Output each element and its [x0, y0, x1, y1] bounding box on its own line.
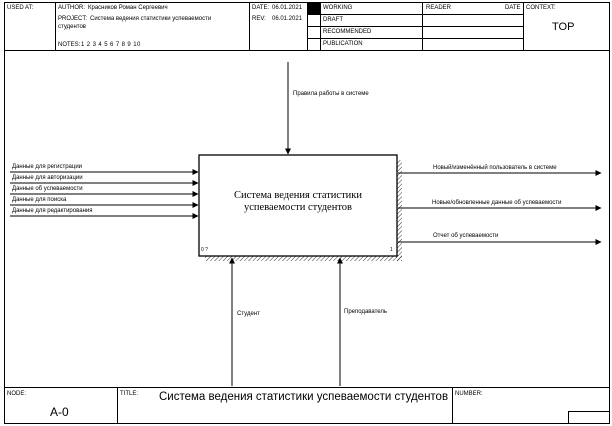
date-label: DATE: — [252, 5, 270, 11]
title-label: TITLE: — [120, 391, 139, 397]
outer-border-left — [4, 2, 5, 424]
reader-date-label: DATE — [505, 5, 521, 11]
status-marker-col-left — [307, 2, 308, 50]
output-label-2: Новые/обновленные данные об успеваемости — [432, 200, 562, 206]
node-label: NODE: — [7, 391, 27, 397]
footer-title-value: Система ведения статистики успеваемости … — [159, 391, 449, 403]
status-row-line-1 — [307, 14, 523, 15]
status-working-marker — [308, 3, 320, 14]
outer-border-right — [609, 2, 610, 424]
author-label: AUTHOR: — [58, 5, 85, 11]
outer-border-bottom — [4, 423, 610, 424]
context-label: CONTEXT: — [526, 5, 556, 11]
header-divider — [4, 50, 610, 51]
function-box-shadow-bottom — [205, 255, 402, 261]
status-row-line-2 — [307, 26, 523, 27]
status-working: WORKING — [323, 5, 353, 11]
notes-label: NOTES: — [58, 42, 81, 48]
footer-vline-2 — [452, 387, 453, 424]
input-label-1: Данные для регистрации — [12, 164, 83, 170]
reader-label: READER — [426, 5, 452, 11]
project-label: PROJECT: — [58, 16, 88, 22]
mechanism-label-student: Студент — [237, 311, 260, 317]
context-value: TOP — [552, 21, 575, 33]
function-box-shadow — [396, 160, 402, 261]
footer-corner-h — [568, 411, 610, 412]
function-box-corner-mark: 1 — [390, 247, 393, 253]
footer-corner-v — [568, 411, 569, 424]
mechanism-label-teacher: Преподаватель — [344, 309, 388, 315]
header-vline-1 — [55, 2, 56, 50]
header-vline-5 — [523, 2, 524, 50]
status-recommended: RECOMMENDED — [323, 29, 372, 35]
status-publication: PUBLICATION — [323, 41, 363, 47]
function-box-title: Система ведения статистики успеваемости … — [199, 190, 397, 214]
rev-value: 06.01.2021 — [272, 16, 303, 22]
control-label: Правила работы в системе — [293, 91, 369, 97]
footer-divider — [4, 387, 610, 388]
status-draft: DRAFT — [323, 17, 343, 23]
function-box[interactable] — [198, 154, 398, 257]
output-label-1: Новый/изменённый пользователь в системе — [433, 165, 557, 171]
project-value-line2: студентов — [58, 24, 86, 30]
number-label: NUMBER: — [455, 391, 483, 397]
footer-vline-1 — [117, 387, 118, 424]
input-label-2: Данные для авторизации — [12, 175, 83, 181]
used-at-label: USED AT: — [7, 5, 34, 11]
node-value: A-0 — [50, 405, 69, 419]
function-box-title-line2: успеваемости студентов — [244, 202, 352, 213]
input-label-3: Данные об успеваемости — [12, 186, 83, 192]
author-value: Красников Роман Сергеевич — [88, 5, 168, 11]
function-box-title-line1: Система ведения статистики — [233, 190, 363, 201]
rev-label: REV: — [252, 16, 266, 22]
input-label-4: Данные для поиска — [12, 197, 67, 203]
status-row-line-3 — [307, 38, 523, 39]
header-vline-2 — [249, 2, 250, 50]
function-box-number: 0 ? — [201, 247, 208, 253]
project-value-line1: Система ведения статистики успеваемости — [90, 16, 212, 22]
notes-value: 1 2 3 4 5 6 7 8 9 10 — [81, 42, 141, 48]
output-label-3: Отчет об успеваемости — [433, 233, 499, 239]
date-value: 06.01.2021 — [272, 5, 303, 11]
input-label-5: Данные для редактирования — [12, 208, 93, 214]
